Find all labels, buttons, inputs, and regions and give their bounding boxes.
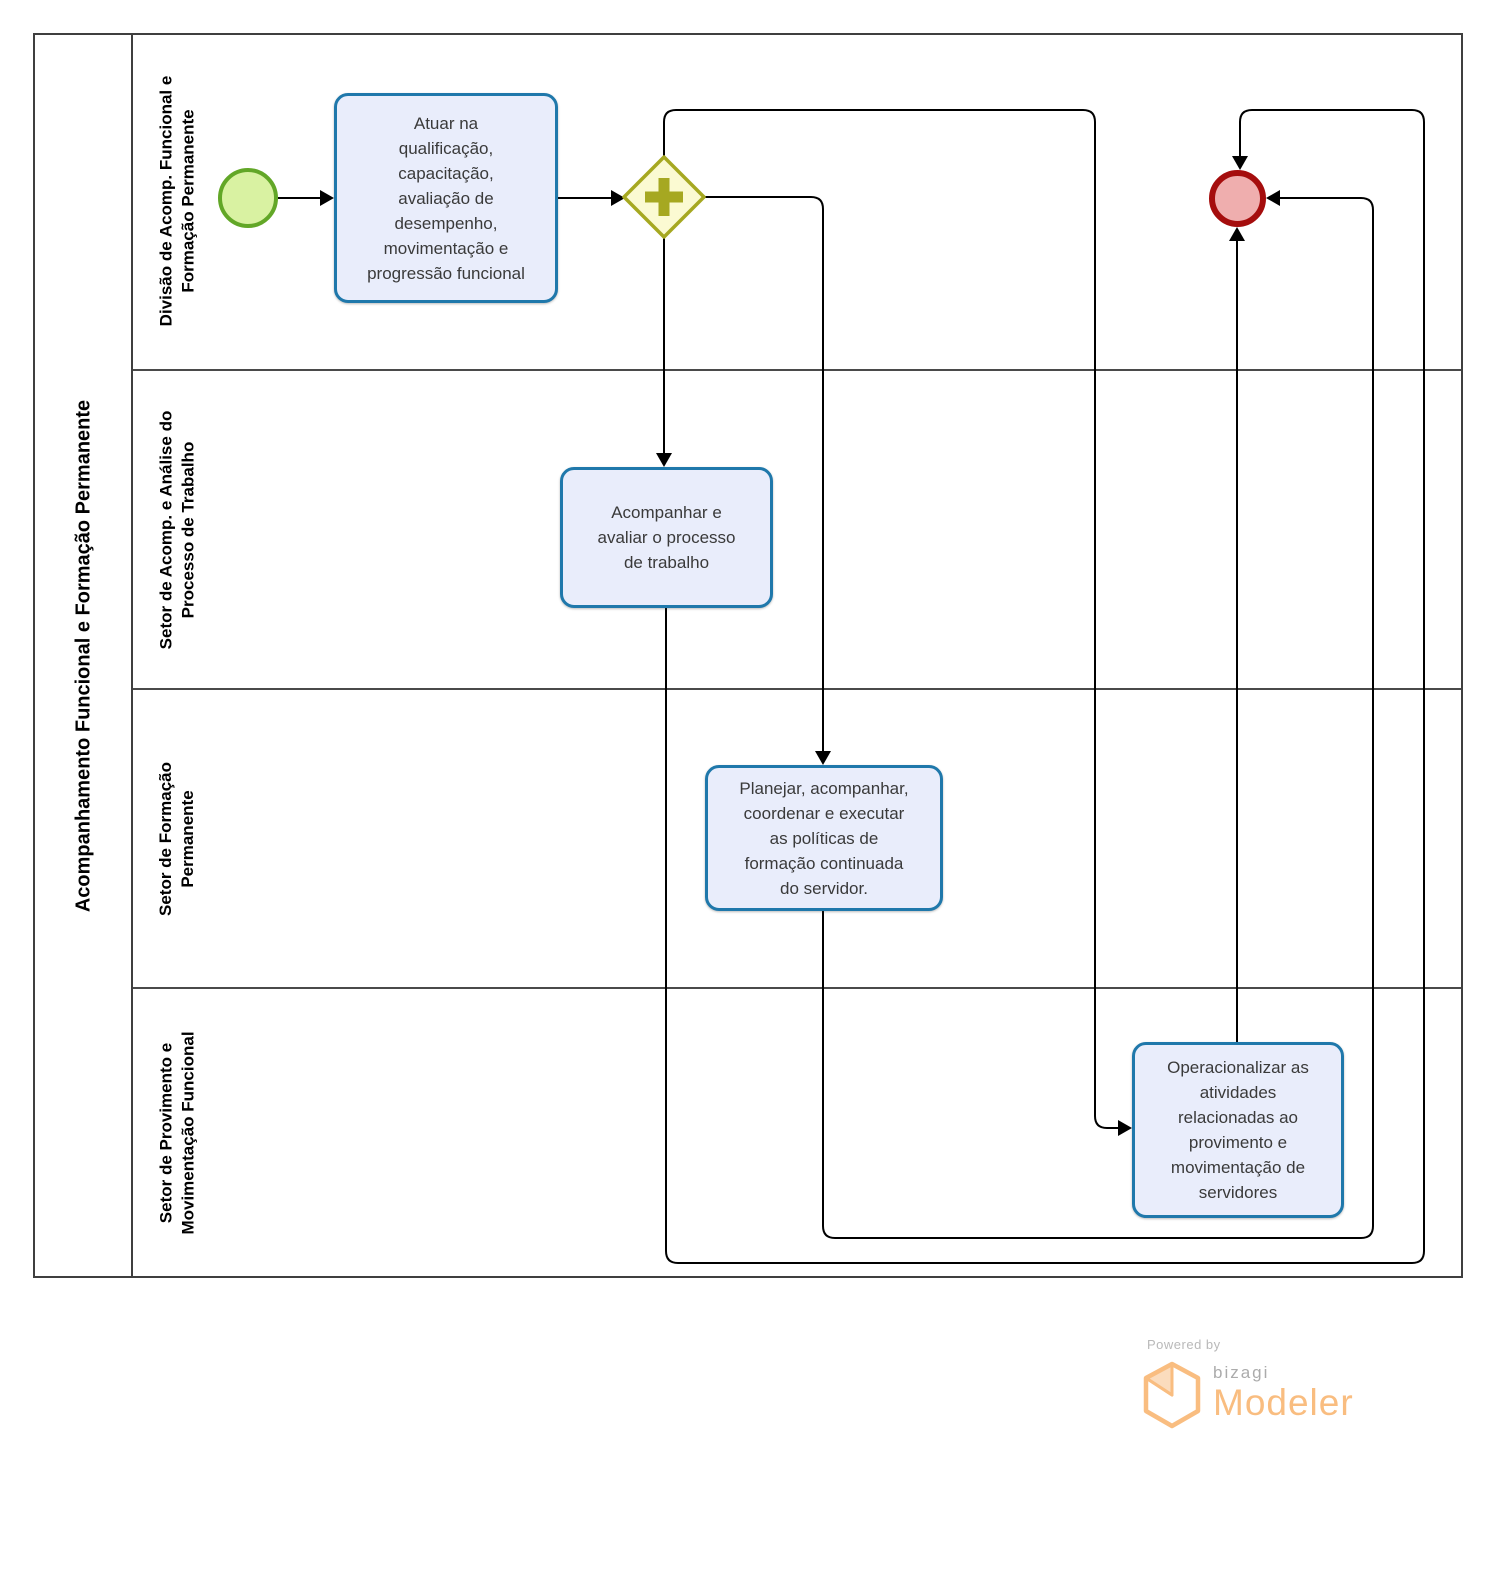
- lane-label-setor-acomp: Setor de Acomp. e Análise do Processo de…: [156, 410, 197, 650]
- plus-icon: [645, 178, 683, 216]
- task-atuar-na-qualificacao[interactable]: Atuar na qualificação, capacitação, aval…: [334, 93, 558, 303]
- task-acompanhar-avaliar[interactable]: Acompanhar e avaliar o processo de traba…: [560, 467, 773, 608]
- lane-label-setor-provimento: Setor de Provimento e Movimentação Funci…: [156, 1031, 197, 1235]
- start-event[interactable]: [218, 168, 278, 228]
- lane-label-divisao: Divisão de Acomp. Funcional e Formação P…: [156, 75, 197, 326]
- pool-title-band: Acompanhamento Funcional e Formação Perm…: [35, 35, 133, 1276]
- powered-by-text: Powered by: [1147, 1337, 1221, 1352]
- task-operacionalizar-atividades[interactable]: Operacionalizar as atividades relacionad…: [1132, 1042, 1344, 1218]
- pool-title: Acompanhamento Funcional e Formação Perm…: [72, 399, 94, 912]
- task-planejar-coordenar[interactable]: Planejar, acompanhar, coordenar e execut…: [705, 765, 943, 911]
- lane-label-setor-formacao: Setor de Formação Permanente: [156, 761, 197, 916]
- end-event[interactable]: [1209, 170, 1266, 227]
- lane-setor-acomp-analise: Setor de Acomp. e Análise do Processo de…: [133, 369, 1461, 687]
- modeler-product-text: Modeler: [1213, 1382, 1354, 1423]
- parallel-gateway[interactable]: [622, 155, 706, 239]
- bizagi-cube-icon: [1143, 1361, 1201, 1429]
- bizagi-modeler-logo: bizagi Modeler: [1213, 1364, 1354, 1421]
- bizagi-brand-text: bizagi: [1213, 1363, 1270, 1382]
